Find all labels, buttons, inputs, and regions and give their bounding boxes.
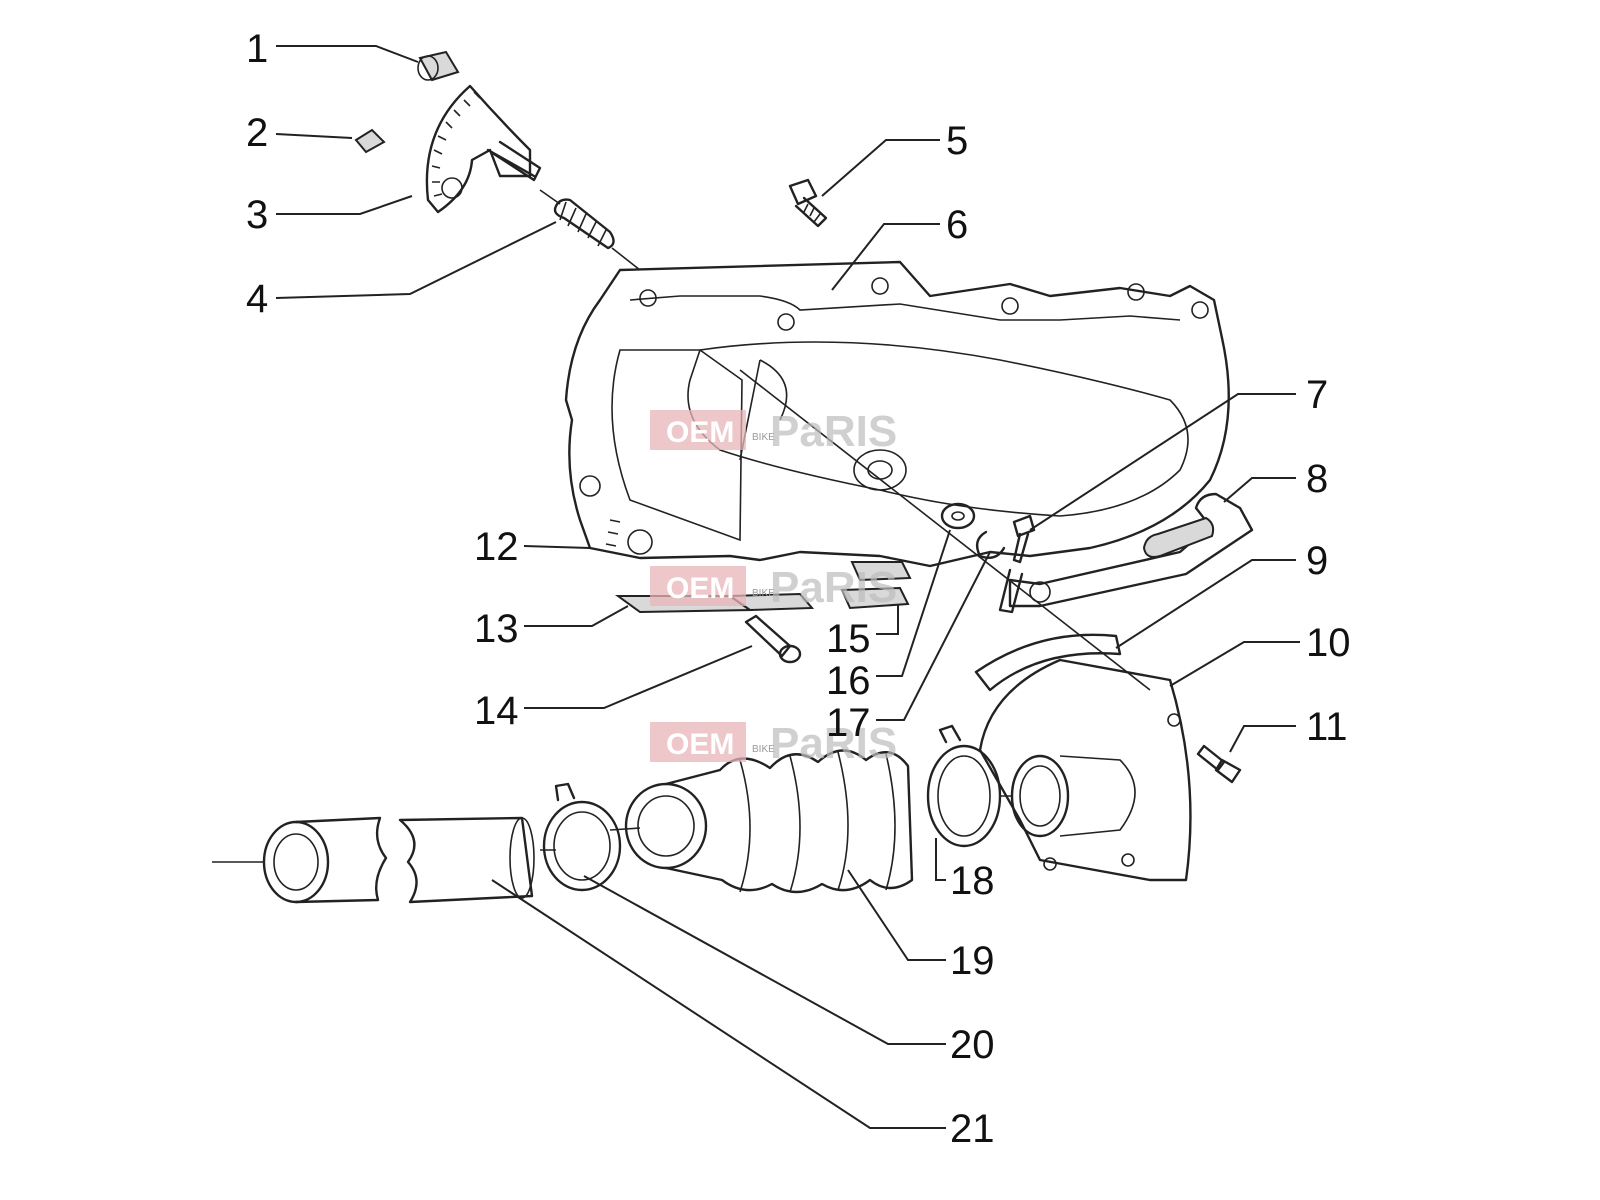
watermark-2: OEM BIKE PaRIS	[650, 563, 897, 612]
leader-7	[1029, 393, 1296, 531]
part-10-air-duct	[978, 658, 1192, 882]
part-4-spring	[553, 198, 615, 250]
callout-labels: 1 2 3 4 5 6 7 8 9 10 11 12 13 14 15 16 1…	[246, 27, 1351, 1151]
callout-19: 19	[950, 939, 995, 983]
svg-text:BIKE: BIKE	[752, 588, 775, 599]
part-2-key	[354, 128, 386, 154]
callout-21: 21	[950, 1107, 995, 1151]
leader-lines	[275, 45, 1300, 1129]
svg-text:PaRIS: PaRIS	[770, 407, 897, 456]
leader-16	[876, 529, 951, 677]
callout-4: 4	[246, 277, 268, 321]
part-9-seal-strip	[974, 633, 1122, 692]
svg-text:BIKE: BIKE	[752, 744, 775, 755]
part-3-gear-sector	[425, 84, 542, 214]
assembly-axis-lines	[212, 189, 1151, 863]
leader-14	[524, 645, 753, 709]
leader-13	[524, 605, 629, 627]
part-7-screw	[1012, 514, 1036, 564]
part-15-block	[840, 561, 912, 610]
svg-text:PaRIS: PaRIS	[770, 563, 897, 612]
callout-13: 13	[474, 607, 519, 651]
part-6-transmission-cover	[564, 260, 1230, 568]
part-14-screw	[744, 614, 802, 664]
svg-text:OEM: OEM	[666, 416, 734, 449]
leader-17	[876, 551, 991, 721]
svg-text:OEM: OEM	[666, 728, 734, 761]
watermark-3: OEM BIKE PaRIS	[650, 719, 897, 768]
part-8-pedal-lever	[998, 492, 1254, 614]
callout-16: 16	[826, 659, 871, 703]
leader-12	[523, 545, 591, 549]
leader-1	[276, 45, 419, 63]
callout-3: 3	[246, 193, 268, 237]
leader-3	[276, 195, 413, 215]
part-16-washer	[940, 502, 976, 530]
part-20-hose-clamp	[542, 782, 622, 892]
callout-5: 5	[946, 119, 968, 163]
part-19-bellows	[624, 749, 914, 894]
callout-6: 6	[946, 203, 968, 247]
svg-text:PaRIS: PaRIS	[770, 719, 897, 768]
callout-11: 11	[1306, 705, 1348, 749]
callout-9: 9	[1306, 539, 1328, 583]
part-18-hose-clamp	[926, 724, 1002, 848]
leader-4	[275, 221, 557, 299]
leader-9	[1115, 559, 1296, 649]
callout-10: 10	[1306, 621, 1351, 665]
callout-15: 15	[826, 617, 871, 661]
callout-8: 8	[1306, 457, 1328, 501]
leader-5	[821, 139, 940, 197]
part-11-bolt	[1196, 744, 1242, 784]
callout-18: 18	[950, 859, 995, 903]
callout-14: 14	[474, 689, 519, 733]
callout-1: 1	[246, 27, 268, 71]
leader-18	[935, 838, 946, 881]
leader-19	[847, 869, 946, 961]
svg-text:OEM: OEM	[666, 572, 734, 605]
part-1-bushing	[417, 50, 460, 82]
leader-21	[491, 879, 946, 1129]
callout-20: 20	[950, 1023, 995, 1067]
callout-17: 17	[826, 701, 871, 745]
part-5-bolt	[788, 178, 828, 228]
leader-8	[1223, 477, 1296, 503]
callout-2: 2	[246, 111, 268, 155]
leader-20	[583, 875, 946, 1045]
leader-6	[831, 223, 940, 291]
watermark-1: OEM BIKE PaRIS	[650, 407, 897, 456]
part-17-clip	[975, 530, 1006, 559]
callout-12: 12	[474, 525, 519, 569]
leader-15	[876, 604, 899, 635]
leader-11	[1229, 725, 1296, 753]
part-21-intake-tube	[262, 816, 535, 904]
leader-2	[275, 133, 353, 139]
leader-10	[1169, 641, 1300, 687]
svg-text:BIKE: BIKE	[752, 432, 775, 443]
callout-7: 7	[1306, 373, 1328, 417]
